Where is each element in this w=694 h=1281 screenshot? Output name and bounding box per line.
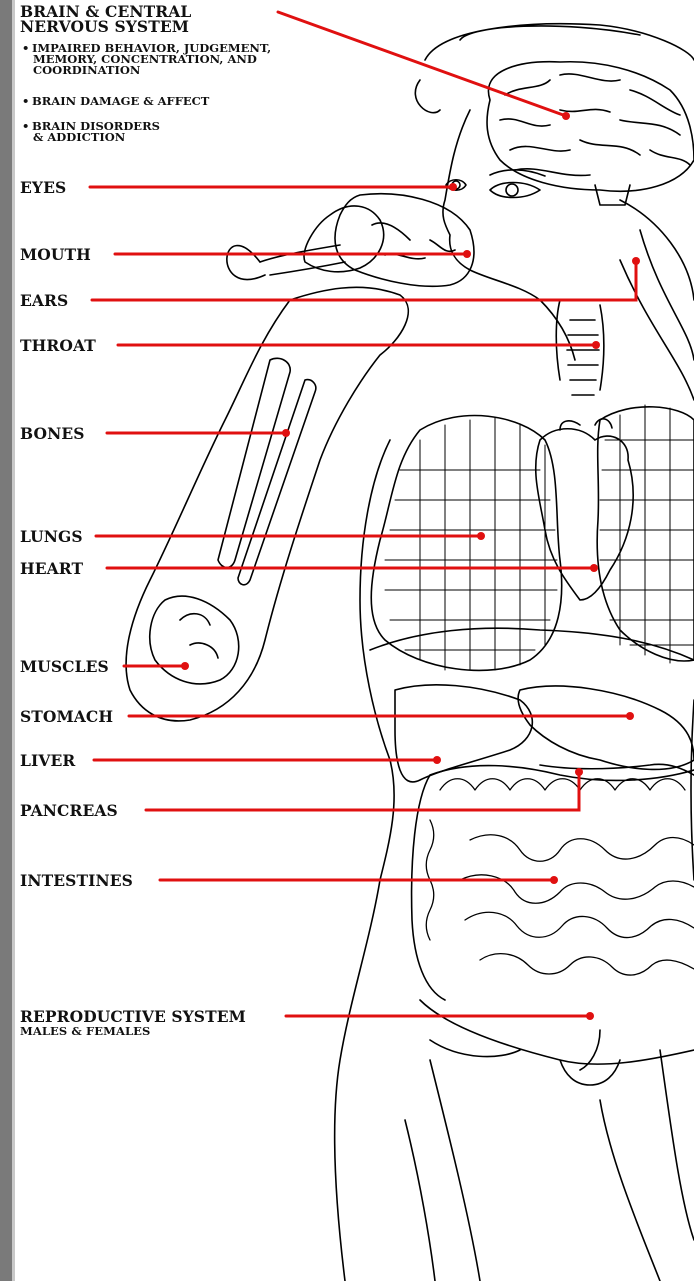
dot-brain <box>562 112 570 120</box>
pelvis <box>420 1000 694 1085</box>
dot-reproductive <box>586 1012 594 1020</box>
brain-bullet-2-line1: BRAIN DAMAGE & AFFECT <box>32 94 209 108</box>
left-lung <box>371 416 561 671</box>
label-bones: BONES <box>20 426 85 441</box>
face-outline <box>443 110 575 360</box>
elbow <box>150 596 239 684</box>
dot-lungs <box>477 532 485 540</box>
brain-bullet-3-line2: & ADDICTION <box>22 132 160 143</box>
stomach-shape <box>518 686 694 769</box>
label-throat: THROAT <box>20 338 96 353</box>
dot-throat <box>592 341 600 349</box>
trachea <box>567 320 599 395</box>
label-liver: LIVER <box>20 753 75 768</box>
label-lungs: LUNGS <box>20 529 83 544</box>
dot-pancreas <box>575 768 583 776</box>
brain-heading-line2: NERVOUS SYSTEM <box>20 19 189 34</box>
dot-heart <box>590 564 598 572</box>
pancreas-shape <box>540 764 694 775</box>
dot-bones <box>282 429 290 437</box>
brain-bullet-1: •IMPAIRED BEHAVIOR, JUDGEMENT, MEMORY, C… <box>22 43 271 76</box>
brain-bullet-3: •BRAIN DISORDERS & ADDICTION <box>22 121 160 143</box>
label-stomach: STOMACH <box>20 709 113 724</box>
upper-arm <box>126 287 408 721</box>
glass <box>335 194 474 287</box>
forearm-bone-2 <box>238 380 316 585</box>
label-ears: EARS <box>20 293 68 308</box>
dot-muscles <box>181 662 189 670</box>
glass-stem <box>260 245 345 275</box>
glass-base <box>227 246 265 280</box>
dot-liver <box>433 756 441 764</box>
dot-intestines <box>550 876 558 884</box>
leader-pancreas <box>146 772 579 810</box>
right-lung <box>597 407 694 661</box>
torso-left <box>335 440 395 1281</box>
label-heart: HEART <box>20 561 83 576</box>
dot-stomach <box>626 712 634 720</box>
label-intestines: INTESTINES <box>20 873 133 888</box>
label-pancreas: PANCREAS <box>20 803 118 818</box>
label-muscles: MUSCLES <box>20 659 109 674</box>
legs <box>430 1050 694 1281</box>
dot-eyes <box>449 183 457 191</box>
label-eyes: EYES <box>20 180 66 195</box>
brain-bullet-2: •BRAIN DAMAGE & AFFECT <box>22 96 209 107</box>
dot-ears <box>632 257 640 265</box>
label-mouth: MOUTH <box>20 247 91 262</box>
dot-mouth <box>463 250 471 258</box>
brain-bullet-1-line3: COORDINATION <box>22 65 271 76</box>
label-reproductive-sub: MALES & FEMALES <box>20 1025 150 1037</box>
label-reproductive: REPRODUCTIVE SYSTEM <box>20 1009 246 1024</box>
